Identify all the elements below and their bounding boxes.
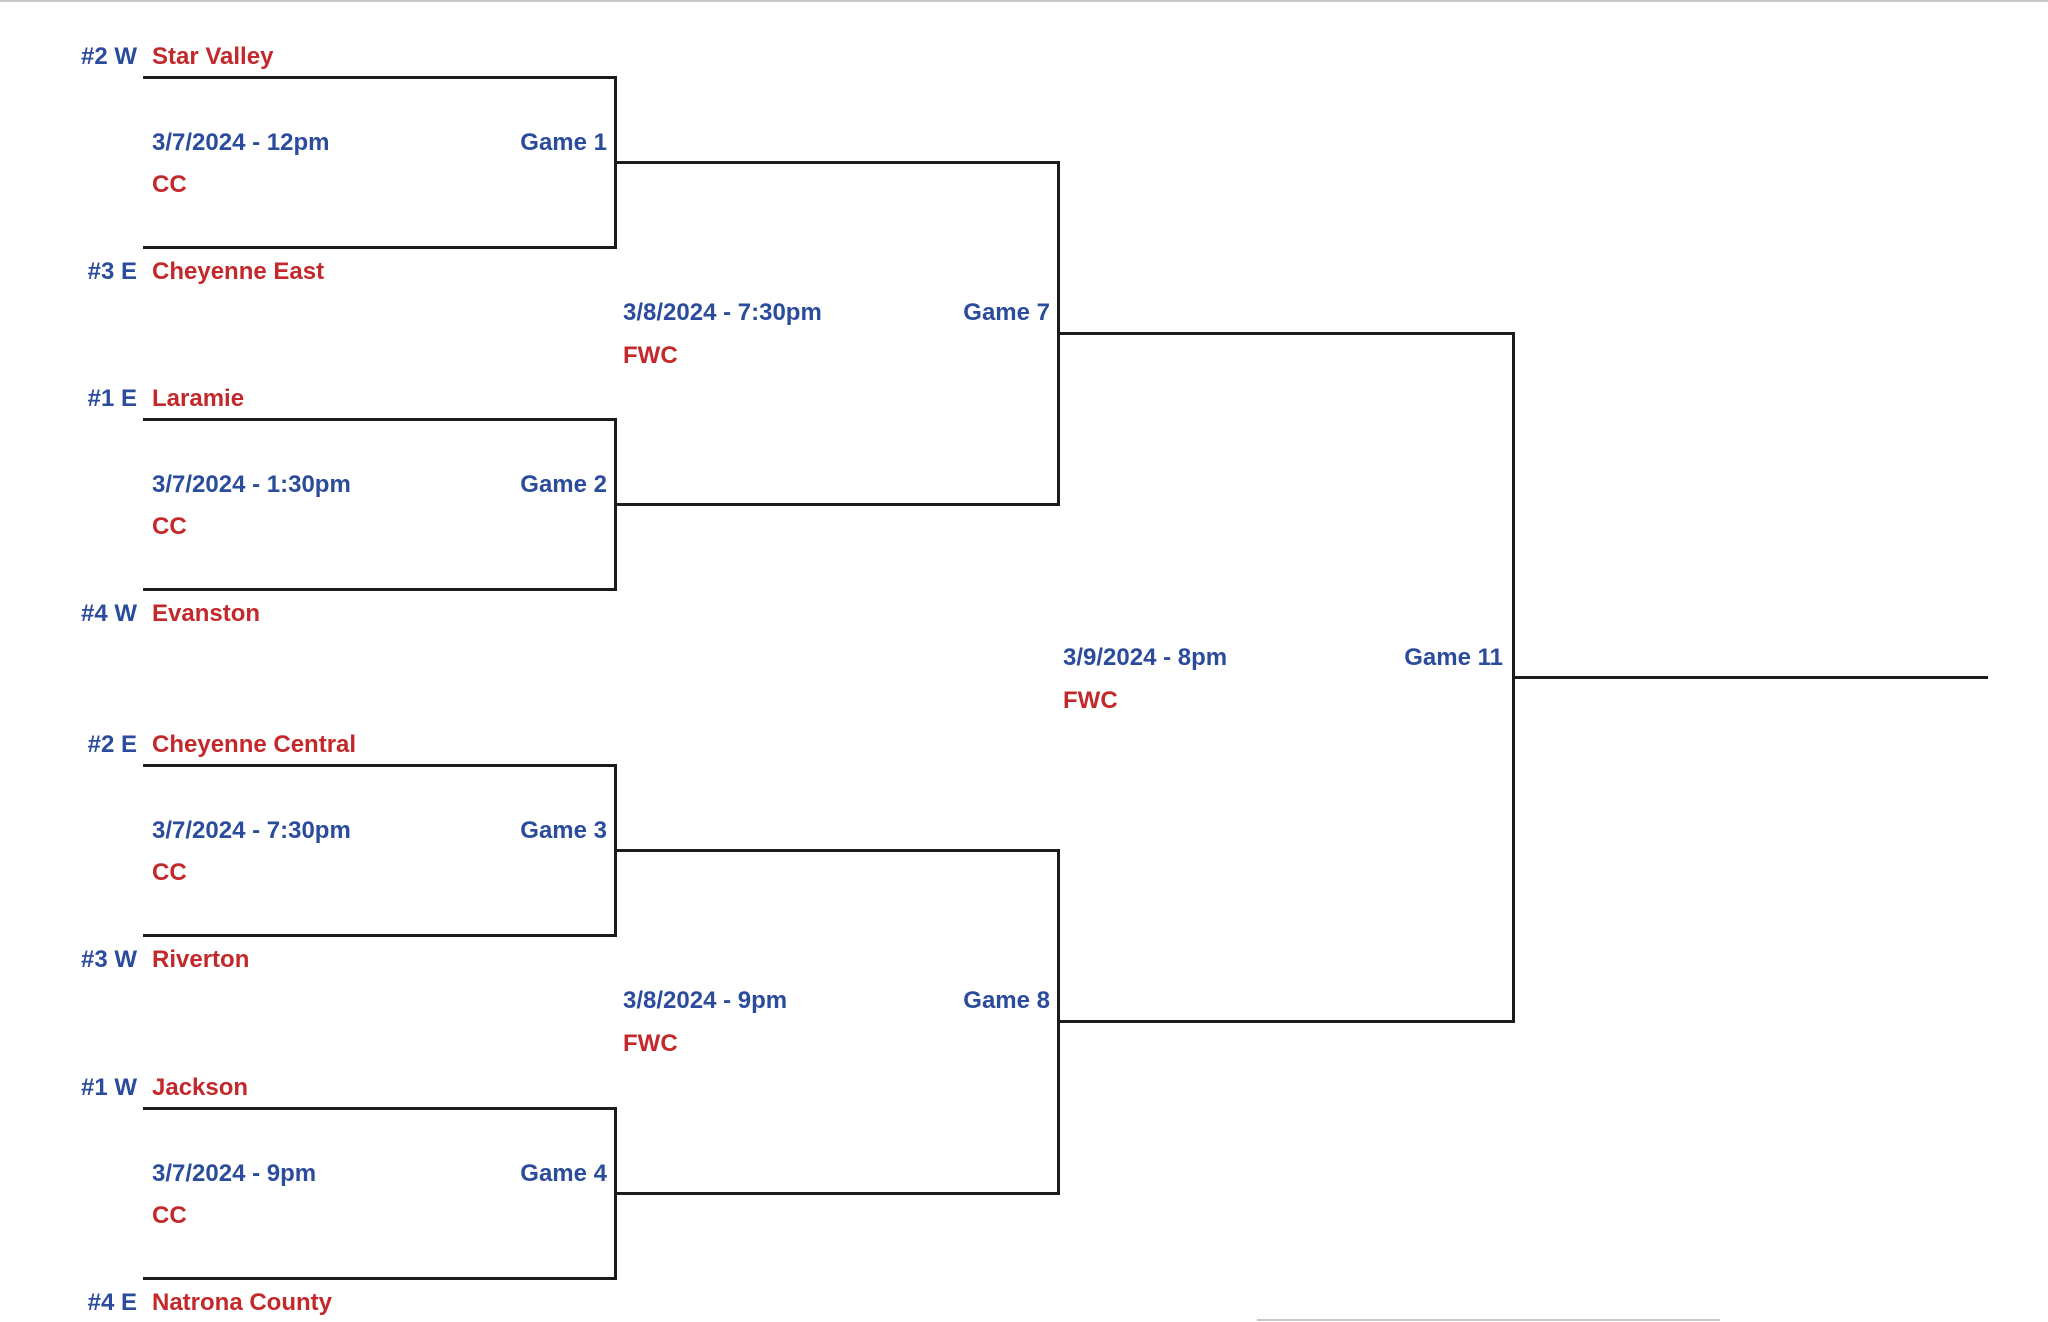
game-7-vertical-line bbox=[1057, 161, 1060, 506]
game-2-bottom-team: Evanston bbox=[152, 600, 261, 627]
game-3-top-team: Cheyenne Central bbox=[152, 731, 357, 758]
game-7-datetime: 3/8/2024 - 7:30pm bbox=[623, 299, 822, 326]
game-4-datetime: 3/7/2024 - 9pm bbox=[152, 1160, 317, 1187]
game-7-label: Game 7 bbox=[963, 299, 1050, 326]
champion-line bbox=[1515, 676, 1988, 679]
game-4-venue: CC bbox=[152, 1202, 187, 1229]
game-3-bottom-line bbox=[143, 934, 617, 937]
game-8-vertical-line bbox=[1057, 849, 1060, 1195]
game-1-datetime: 3/7/2024 - 12pm bbox=[152, 129, 330, 156]
game-3-top-line bbox=[143, 764, 617, 767]
game-4-bottom-seed: #4 E bbox=[87, 1289, 137, 1316]
game-2-top-seed: #1 E bbox=[87, 385, 137, 412]
game-11-label: Game 11 bbox=[1404, 644, 1503, 671]
game-3-top-seed: #2 E bbox=[87, 731, 137, 758]
top-divider-line bbox=[0, 0, 2048, 2]
game-1-winner-line bbox=[617, 161, 1057, 164]
game-2-winner-line bbox=[617, 503, 1057, 506]
game-2-bottom-line bbox=[143, 588, 617, 591]
game-2-label: Game 2 bbox=[520, 471, 607, 498]
game-1-top-seed: #2 W bbox=[80, 43, 137, 70]
game-1-label: Game 1 bbox=[520, 129, 607, 156]
game-1-top-team: Star Valley bbox=[152, 43, 274, 70]
game-2-datetime: 3/7/2024 - 1:30pm bbox=[152, 471, 351, 498]
game-1-bottom-team: Cheyenne East bbox=[152, 258, 325, 285]
game-3-bottom-seed: #3 W bbox=[80, 946, 137, 973]
bottom-partial-line bbox=[1257, 1319, 1720, 1321]
game-4-bottom-team: Natrona County bbox=[152, 1289, 332, 1316]
game-4-top-seed: #1 W bbox=[80, 1074, 137, 1101]
game-3-venue: CC bbox=[152, 859, 187, 886]
game-8-datetime: 3/8/2024 - 9pm bbox=[623, 987, 788, 1014]
game-11-venue: FWC bbox=[1063, 687, 1118, 714]
game-1-bottom-line bbox=[143, 246, 617, 249]
game-3-right-line bbox=[614, 764, 617, 937]
game-4-bottom-line bbox=[143, 1277, 617, 1280]
game-3-label: Game 3 bbox=[520, 817, 607, 844]
game-2-venue: CC bbox=[152, 513, 187, 540]
game-2-top-team: Laramie bbox=[152, 385, 245, 412]
game-4-label: Game 4 bbox=[520, 1160, 607, 1187]
game-11-datetime: 3/9/2024 - 8pm bbox=[1063, 644, 1228, 671]
game-4-winner-line bbox=[617, 1192, 1057, 1195]
game-3-datetime: 3/7/2024 - 7:30pm bbox=[152, 817, 351, 844]
game-8-venue: FWC bbox=[623, 1030, 678, 1057]
game-1-venue: CC bbox=[152, 171, 187, 198]
game-1-right-line bbox=[614, 76, 617, 249]
game-2-right-line bbox=[614, 418, 617, 591]
game-4-top-team: Jackson bbox=[152, 1074, 249, 1101]
game-7-winner-line bbox=[1060, 332, 1512, 335]
game-7-venue: FWC bbox=[623, 342, 678, 369]
game-3-winner-line bbox=[617, 849, 1057, 852]
game-11-vertical-line bbox=[1512, 332, 1515, 1023]
game-1-top-line bbox=[143, 76, 617, 79]
game-2-bottom-seed: #4 W bbox=[80, 600, 137, 627]
game-8-label: Game 8 bbox=[963, 987, 1050, 1014]
game-4-right-line bbox=[614, 1107, 617, 1280]
game-8-winner-line bbox=[1060, 1020, 1512, 1023]
game-2-top-line bbox=[143, 418, 617, 421]
game-4-top-line bbox=[143, 1107, 617, 1110]
game-1-bottom-seed: #3 E bbox=[87, 258, 137, 285]
game-3-bottom-team: Riverton bbox=[152, 946, 250, 973]
